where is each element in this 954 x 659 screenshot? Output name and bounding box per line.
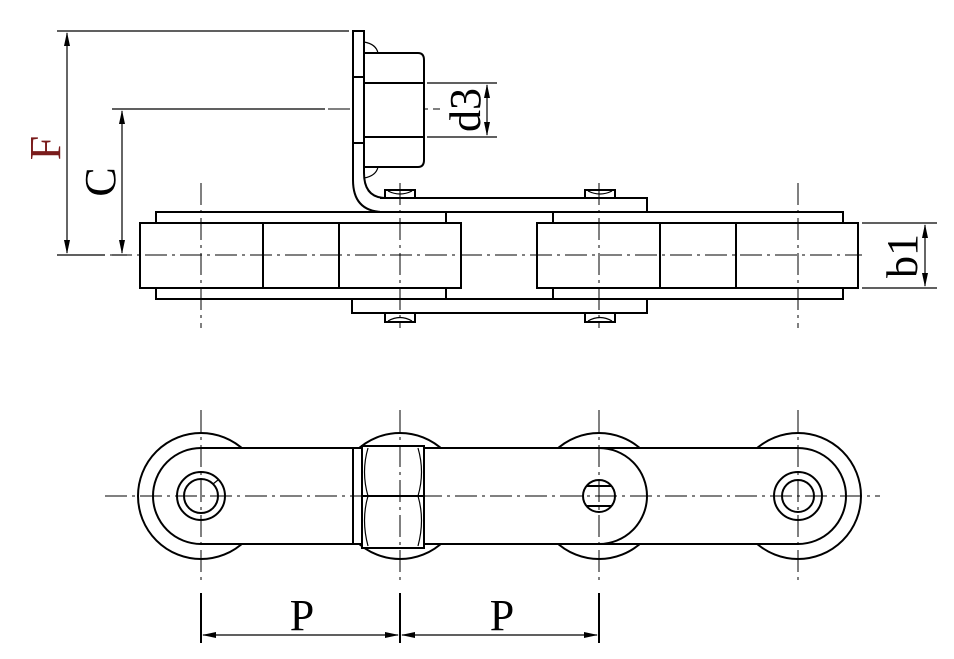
outer-plate-left-bottom — [155, 287, 447, 300]
dimension-P: P P — [200, 591, 600, 643]
dimension-F: F — [21, 30, 349, 256]
inner-plate-bottom — [351, 298, 648, 314]
outer-plate-left-top — [155, 211, 447, 224]
centerlines-top — [105, 410, 880, 585]
dimension-d3: d3 — [427, 82, 497, 138]
top-view: P P — [105, 410, 880, 643]
label-b1: b1 — [878, 234, 927, 278]
outer-plate-right-bottom — [552, 287, 844, 300]
centerlines-side — [110, 183, 862, 328]
dimension-C: C — [76, 108, 325, 256]
attachment-bracket — [352, 30, 425, 214]
dimension-b1: b1 — [862, 222, 937, 289]
link-plate-right — [598, 447, 847, 545]
label-P-left: P — [290, 591, 314, 640]
nut-side — [363, 52, 425, 168]
label-C: C — [76, 167, 125, 196]
inner-plate-top — [380, 197, 648, 213]
nut-top — [352, 445, 425, 549]
label-F: F — [21, 136, 70, 160]
label-d3: d3 — [441, 88, 490, 132]
outer-plate-right-top — [552, 211, 844, 224]
side-view: F C d3 — [21, 30, 937, 328]
label-P-right: P — [490, 591, 514, 640]
